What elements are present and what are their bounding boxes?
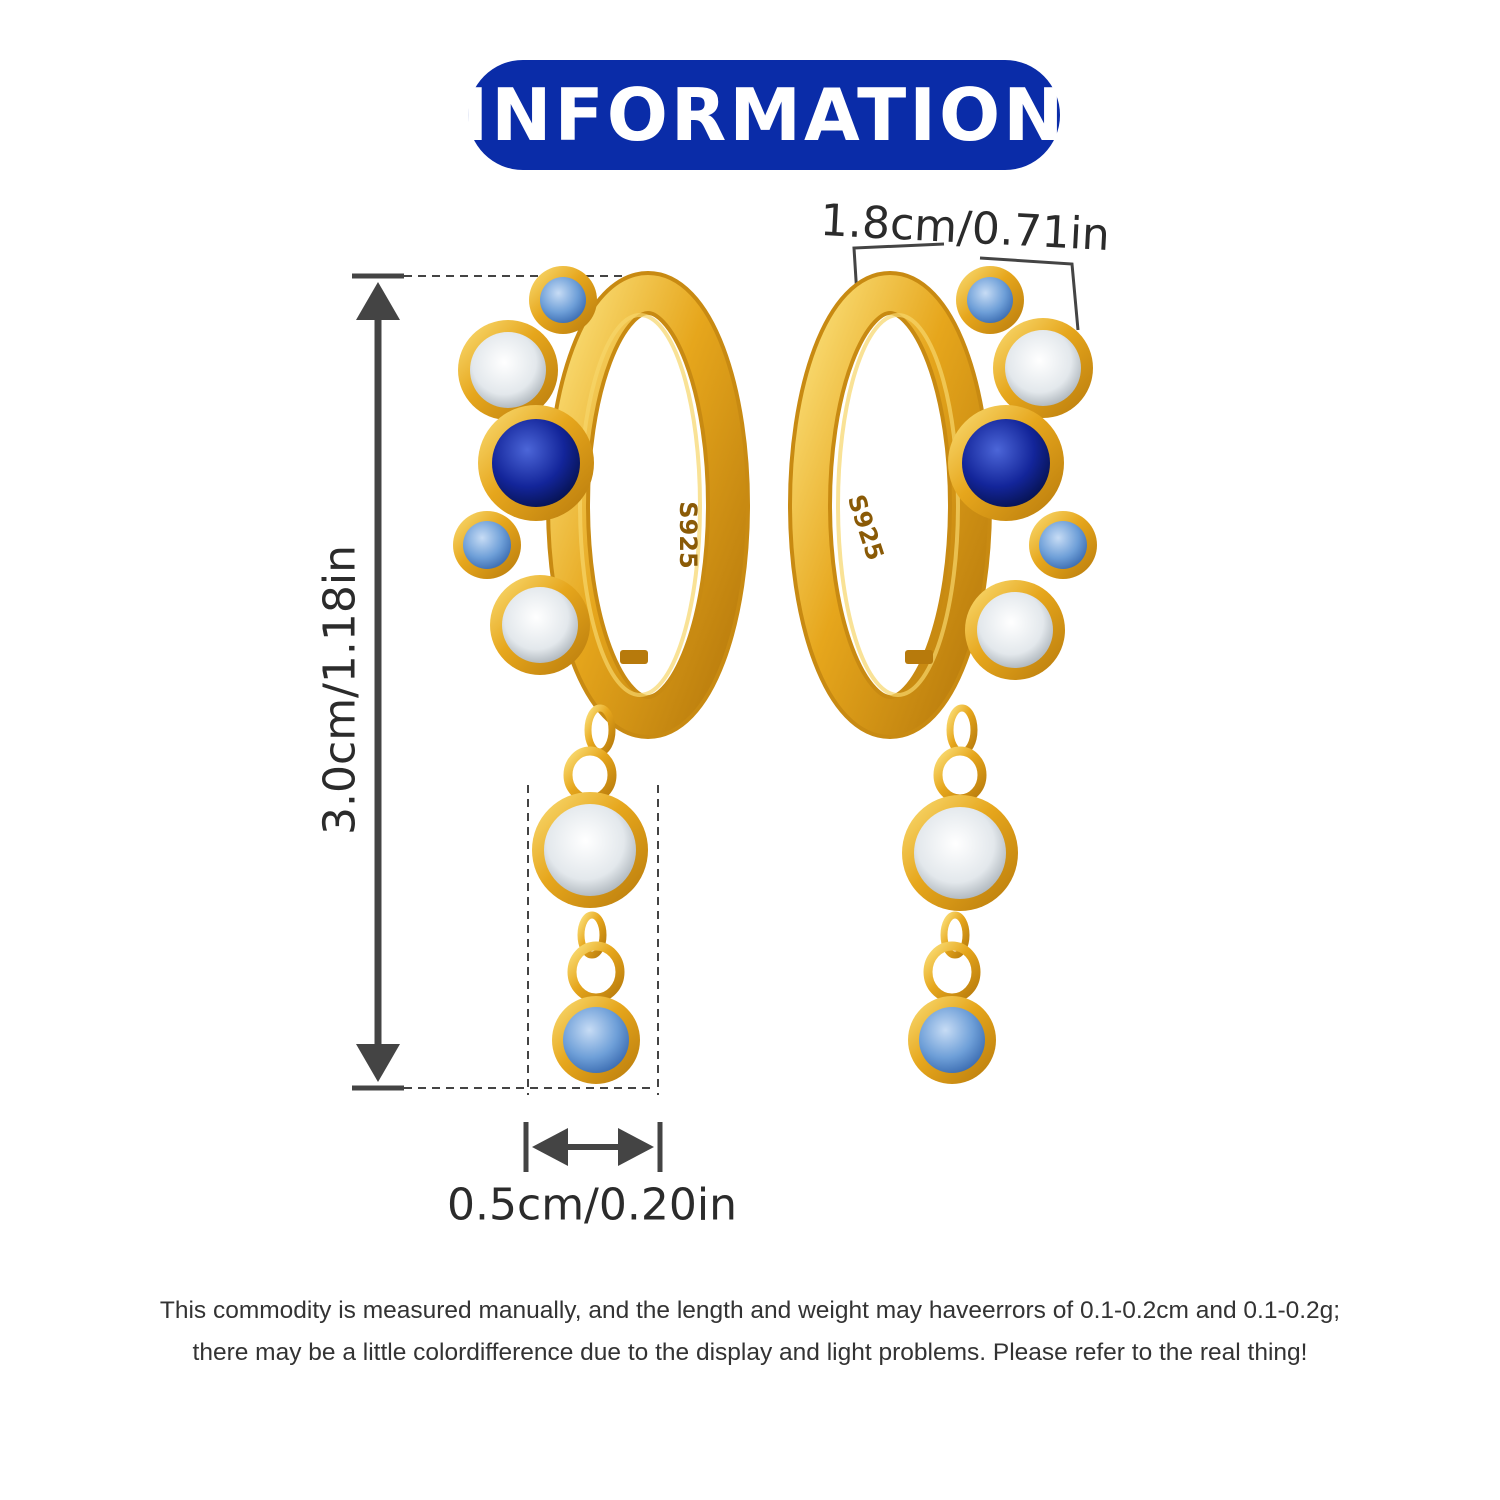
drop-width-label: 0.5cm/0.20in <box>447 1179 737 1231</box>
hallmark: S925 <box>842 491 889 564</box>
arrow-horizontal-icon <box>618 1128 654 1166</box>
height-label: 3.0cm/1.18in <box>314 545 366 835</box>
hinge <box>620 650 648 664</box>
disclaimer-text: This commodity is measured manually, and… <box>60 1290 1440 1374</box>
arrow-horizontal-icon <box>532 1128 568 1166</box>
arrow-vertical-icon <box>356 1044 400 1082</box>
right-earring: S925 <box>788 266 1097 1084</box>
height-measure <box>352 273 655 1091</box>
disclaimer-line-2: there may be a little colordifference du… <box>192 1339 1308 1366</box>
drop-width-measure <box>523 785 663 1172</box>
banner-title: INFORMATION <box>461 73 1067 157</box>
arrow-vertical-icon <box>356 282 400 320</box>
hinge <box>905 650 933 664</box>
left-earring: S925 <box>453 266 750 1084</box>
hallmark: S925 <box>674 501 702 568</box>
disclaimer-line-1: This commodity is measured manually, and… <box>159 1297 1341 1324</box>
information-banner: INFORMATION <box>461 60 1064 170</box>
